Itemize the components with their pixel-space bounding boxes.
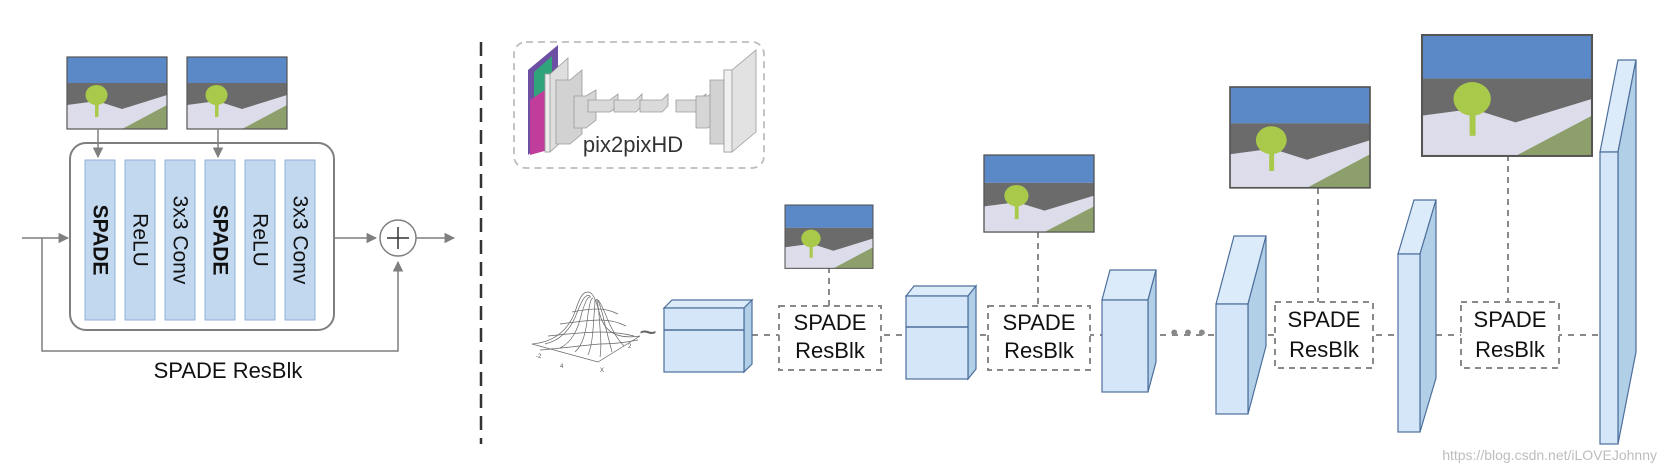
svg-text:-2: -2 <box>536 354 542 360</box>
watermark: https://blog.csdn.net/iLOVEJohnny <box>1442 447 1657 463</box>
resblk-label-line1: SPADE <box>1288 307 1361 332</box>
pix2pixhd-network-icon <box>528 45 757 155</box>
feature-tensor-3 <box>1101 269 1157 393</box>
spade-resblk-4: SPADE ResBlk <box>1460 155 1560 369</box>
resblk-container <box>69 142 335 331</box>
feature-tensor-5 <box>1397 199 1437 433</box>
layer-label-spade-2: SPADE <box>209 205 232 276</box>
feature-tensor-1 <box>662 298 754 374</box>
spade-resblk-1: SPADE ResBlk <box>778 267 882 371</box>
layer-spade-2 <box>204 159 236 321</box>
resblk-label-line2: ResBlk <box>1475 337 1546 362</box>
resblk-label-line1: SPADE <box>1003 310 1076 335</box>
layer-label-relu-2: ReLU <box>249 213 272 267</box>
feature-tensor-6 <box>1599 59 1637 445</box>
resblk-layers: SPADE ReLU 3x3 Conv SPADE ReLU 3x3 Conv <box>84 159 316 321</box>
resblk-label-line1: SPADE <box>794 310 867 335</box>
layer-label-conv-1: 3x3 Conv <box>169 196 192 285</box>
segmentation-map-thumbnail <box>983 154 1095 233</box>
pix2pixhd-box <box>513 41 765 169</box>
layer-relu-2 <box>244 159 276 321</box>
resblk-label-line1: SPADE <box>1474 307 1547 332</box>
feature-tensor-2 <box>904 284 978 381</box>
resblk-title: SPADE ResBlk <box>154 358 304 383</box>
resblk-label-line2: ResBlk <box>1289 337 1360 362</box>
resblk-panel: SPADE ReLU 3x3 Conv SPADE ReLU 3x3 Conv … <box>22 56 456 383</box>
spade-resblk-2: SPADE ResBlk <box>987 232 1091 371</box>
skip-connection <box>41 238 404 352</box>
resblk-label-line2: ResBlk <box>1004 338 1075 363</box>
layer-relu-1 <box>124 159 156 321</box>
pix2pixhd-inset: pix2pixHD <box>513 41 765 169</box>
layer-conv-2 <box>284 159 316 321</box>
tilde-symbol: ~ <box>639 316 657 349</box>
ellipsis: • • • <box>1170 320 1205 345</box>
svg-text:2: 2 <box>628 344 632 350</box>
segmentation-map-thumbnail <box>66 56 168 130</box>
layer-label-relu-1: ReLU <box>129 213 152 267</box>
generator-pipeline: -2 4 X 2 ~ SPADE ResBlk <box>531 33 1637 445</box>
segmentation-map-thumbnail <box>186 56 288 130</box>
add-icon <box>379 219 417 257</box>
layer-label-conv-2: 3x3 Conv <box>289 196 312 285</box>
segmentation-map-thumbnail <box>1420 33 1594 157</box>
svg-text:4: 4 <box>560 364 564 370</box>
pix2pixhd-label: pix2pixHD <box>583 132 683 157</box>
layer-conv-1 <box>164 159 196 321</box>
resblk-label-line2: ResBlk <box>795 338 866 363</box>
segmentation-map-thumbnail <box>1229 86 1371 189</box>
layer-spade-1 <box>84 159 116 321</box>
svg-text:X: X <box>600 368 604 374</box>
segmentation-map-thumbnail <box>784 204 874 269</box>
feature-tensor-4 <box>1215 235 1267 415</box>
spade-resblk-3: SPADE ResBlk <box>1274 188 1374 369</box>
gaussian-noise-icon: -2 4 X 2 <box>531 291 641 374</box>
layer-label-spade-1: SPADE <box>89 205 112 276</box>
